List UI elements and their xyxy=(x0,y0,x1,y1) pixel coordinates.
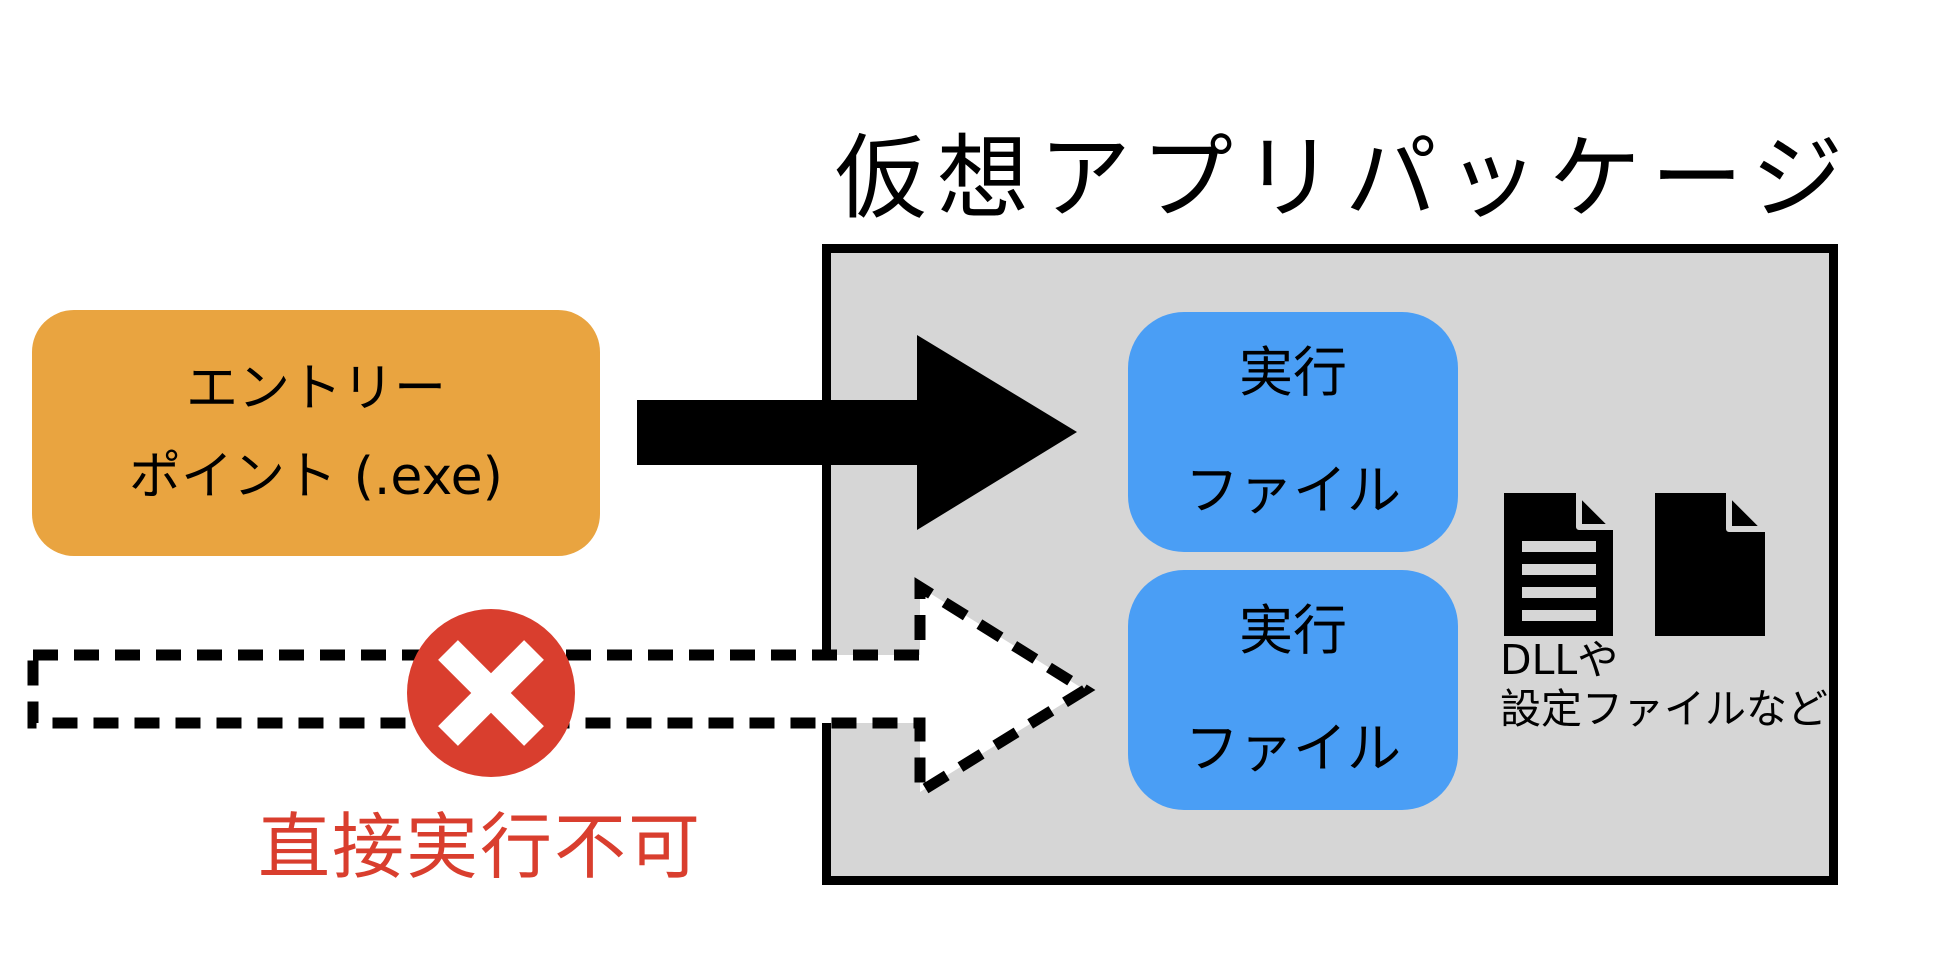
other-files-label: DLLや 設定ファイルなど xyxy=(1500,636,1828,734)
exec-file-1-label-line1: 実行 xyxy=(1239,341,1347,404)
entry-point-box: エントリー ポイント (.exe) xyxy=(32,310,600,556)
exec-file-box-1: 実行 ファイル xyxy=(1128,312,1458,552)
other-files-label-line1: DLLや xyxy=(1500,636,1619,684)
exec-file-1-label-line2: ファイル xyxy=(1185,459,1401,522)
exec-file-2-label-line2: ファイル xyxy=(1185,717,1401,780)
exec-file-box-2: 実行 ファイル xyxy=(1128,570,1458,810)
diagram-title: 仮想アプリパッケージ xyxy=(834,125,1854,232)
cross-circle-icon xyxy=(407,609,575,777)
entry-point-label-line2: ポイント (.exe) xyxy=(129,447,503,507)
exec-file-2-label-line1: 実行 xyxy=(1239,599,1347,662)
entry-point-label-line1: エントリー xyxy=(185,359,446,419)
other-files-label-line2: 設定ファイルなど xyxy=(1500,685,1828,733)
blocked-caption: 直接実行不可 xyxy=(258,805,703,889)
